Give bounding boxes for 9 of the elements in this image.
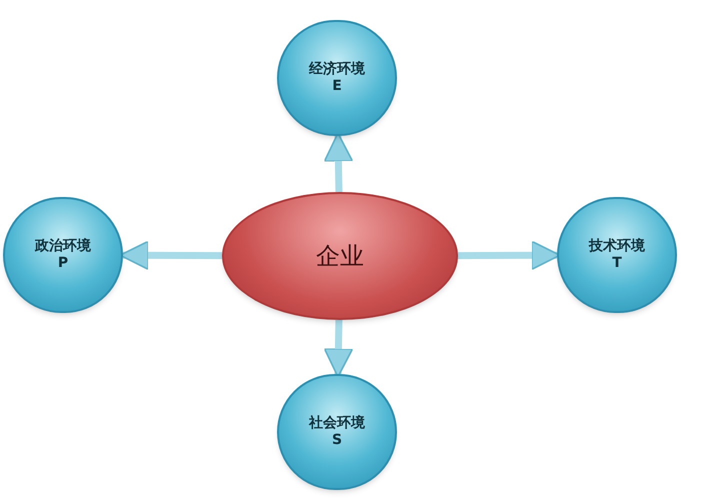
factor-label: 社会环境	[309, 414, 365, 432]
factor-label: 经济环境	[309, 60, 365, 78]
factor-label: 技术环境	[589, 238, 645, 255]
factor-letter: T	[612, 255, 622, 272]
factor-letter: S	[332, 432, 342, 450]
factor-letter: E	[332, 78, 342, 96]
factor-letter: P	[58, 255, 68, 272]
factor-label: 政治环境	[35, 238, 91, 255]
center-label: 企业	[316, 241, 364, 271]
